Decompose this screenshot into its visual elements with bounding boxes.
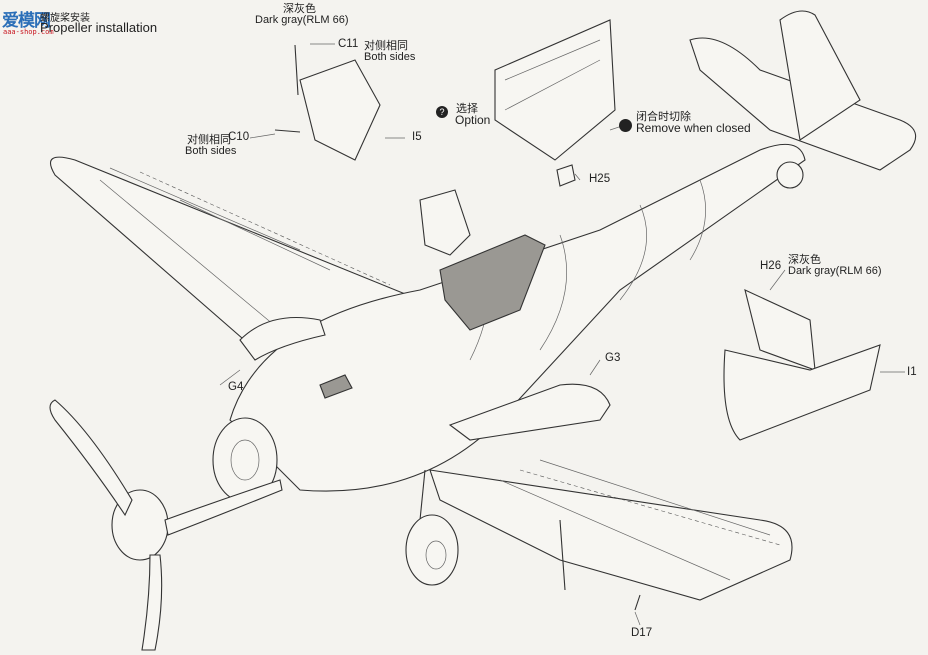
c11-note-cn: 对侧相同 xyxy=(364,40,408,52)
gear-door-h26-i1 xyxy=(723,289,881,441)
h26-color-cn: 深灰色 xyxy=(788,254,821,266)
option-cn: 选择 xyxy=(456,103,478,115)
open-panel-part xyxy=(494,19,616,161)
part-label-i5: I5 xyxy=(412,131,422,143)
h26-color-en: Dark gray(RLM 66) xyxy=(788,265,882,277)
option-marker-icon: ? xyxy=(436,106,448,118)
part-label-h26: H26 xyxy=(760,260,782,272)
watermark: 爱模网 aaa-shop.com xyxy=(0,6,74,36)
canopy xyxy=(439,234,546,331)
propeller xyxy=(49,399,283,651)
c11-color-en: Dark gray(RLM 66) xyxy=(255,14,349,26)
right-wing xyxy=(429,459,793,601)
part-label-g3: G3 xyxy=(605,352,621,364)
tail xyxy=(689,10,917,189)
part-h25 xyxy=(556,164,576,187)
c10-note-cn: 对侧相同 xyxy=(187,134,231,146)
step-title: 螺旋桨安装 Propeller installation xyxy=(40,13,158,35)
part-label-i1: I1 xyxy=(907,366,917,378)
closed-en: Remove when closed xyxy=(636,121,751,135)
seat-part-c10-c11-i5 xyxy=(274,44,381,161)
watermark-text: 爱模网 xyxy=(2,11,51,30)
cut-marker-icon xyxy=(619,119,632,132)
leader-lines xyxy=(219,43,905,626)
c11-color-cn: 深灰色 xyxy=(283,3,316,15)
part-label-c10: C10 xyxy=(228,131,250,143)
part-label-d17: D17 xyxy=(631,627,653,639)
option-en: Option xyxy=(455,113,491,127)
engine-cowling xyxy=(212,374,353,503)
headrest-part xyxy=(419,189,471,256)
step-title-en: Propeller installation xyxy=(40,20,158,35)
c10-note-en: Both sides xyxy=(185,145,237,157)
left-wing xyxy=(50,156,422,361)
antenna-d17 xyxy=(634,594,641,611)
part-label-c11: C11 xyxy=(338,38,359,50)
step-title-cn: 螺旋桨安装 xyxy=(40,13,90,24)
landing-gear xyxy=(405,469,566,591)
part-label-h25: H25 xyxy=(589,173,611,185)
c11-note-en: Both sides xyxy=(364,51,416,63)
watermark-url: aaa-shop.com xyxy=(3,28,54,36)
part-label-g4: G4 xyxy=(228,381,244,393)
closed-cn: 闭合时切除 xyxy=(636,111,691,123)
wing-panel-parts xyxy=(239,317,611,441)
